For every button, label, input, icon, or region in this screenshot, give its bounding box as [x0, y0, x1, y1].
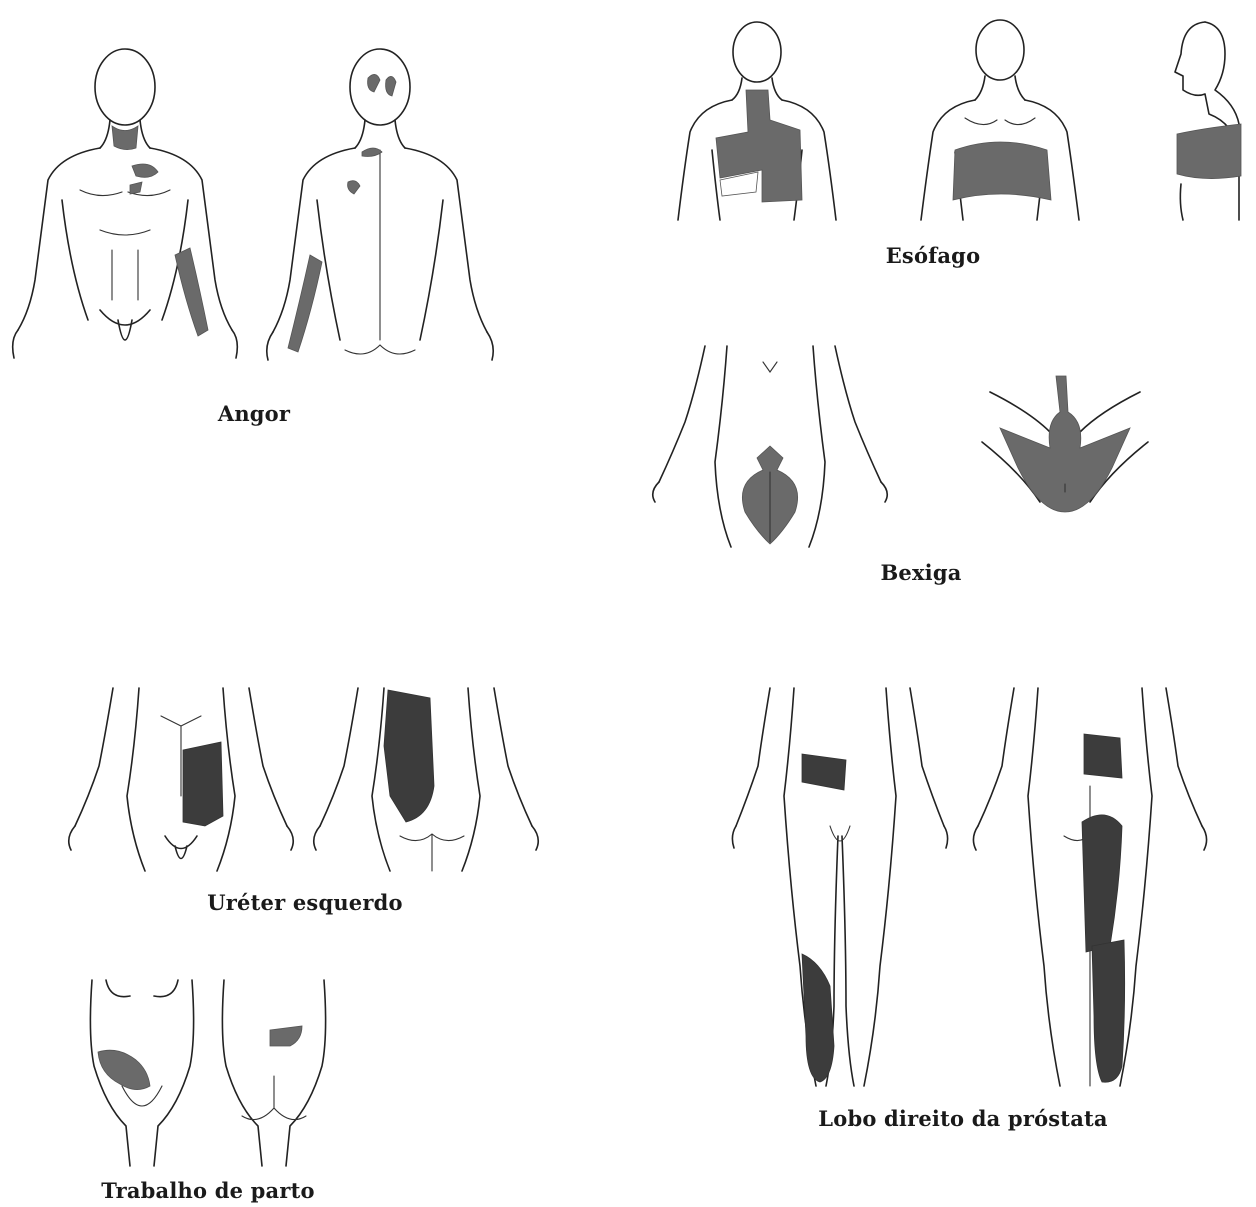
- angor-left-chest-small-area: [130, 182, 142, 194]
- angor-chest-pain-area: [132, 164, 158, 177]
- esofago-side-figure: [1165, 14, 1245, 220]
- esofago-front-figure: [672, 20, 842, 220]
- prostata-front-abdomen-pain-area: [802, 754, 846, 790]
- prostata-front-leg-pain-area: [802, 954, 834, 1082]
- bexiga-pelvis-figure: [980, 372, 1150, 517]
- angor-back-shoulder-pain-area: [348, 181, 360, 194]
- ureter-front-pain-area: [183, 742, 223, 826]
- angor-back-arm-pain-area: [288, 255, 322, 352]
- prostata-back-buttock-pain-area: [1082, 815, 1122, 952]
- parto-back-figure: [218, 976, 330, 1166]
- prostata-front-figure: [730, 686, 950, 1096]
- ureter-front-figure: [65, 686, 297, 871]
- prostata-back-figure: [970, 686, 1210, 1096]
- ureter-back-pain-area: [384, 690, 434, 822]
- angor-front-figure: [0, 40, 250, 380]
- ureter-back-figure: [310, 686, 542, 871]
- angor-back-head-pain-area-2: [386, 76, 396, 96]
- angor-neck-pain-area: [112, 126, 138, 150]
- angor-back-scapula-pain-area: [362, 148, 382, 157]
- angor-left-arm-pain-area: [175, 248, 208, 336]
- prostata-back-flank-pain-area: [1084, 734, 1122, 778]
- esofago-side-pain-area: [1177, 124, 1241, 179]
- parto-front-figure: [86, 976, 198, 1166]
- caption-prostata: Lobo direito da próstata: [818, 1106, 1107, 1131]
- caption-ureter: Uréter esquerdo: [207, 890, 402, 915]
- parto-front-pain-area: [98, 1050, 150, 1089]
- parto-back-pain-area: [270, 1026, 302, 1046]
- angor-back-head-pain-area: [368, 74, 380, 92]
- caption-parto: Trabalho de parto: [101, 1178, 314, 1203]
- caption-angor: Angor: [218, 401, 290, 426]
- esofago-back-figure: [905, 12, 1095, 220]
- esofago-back-pain-area: [953, 142, 1051, 200]
- angor-back-figure: [250, 40, 510, 380]
- prostata-back-leg-pain-area: [1092, 940, 1125, 1082]
- caption-esofago: Esófago: [886, 243, 981, 268]
- bexiga-front-figure: [645, 342, 900, 547]
- caption-bexiga: Bexiga: [880, 560, 961, 585]
